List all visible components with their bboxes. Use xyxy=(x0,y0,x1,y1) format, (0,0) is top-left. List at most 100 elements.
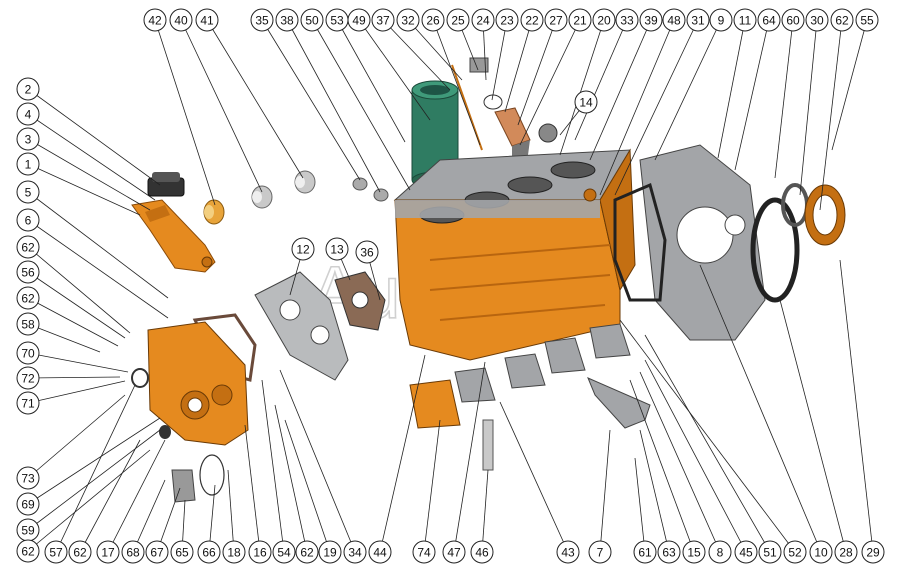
callout-73: 73 xyxy=(16,466,40,490)
leader-line xyxy=(27,163,141,216)
callout-circle xyxy=(662,8,686,32)
callout-label: 62 xyxy=(21,241,35,255)
callout-label: 20 xyxy=(597,14,611,28)
callout-circle xyxy=(169,8,193,32)
callout-circle xyxy=(368,540,392,564)
callout-label: 45 xyxy=(739,546,753,560)
callout-14: 14 xyxy=(574,90,598,114)
callout-70: 70 xyxy=(16,341,40,365)
callout-label: 28 xyxy=(839,546,853,560)
parts-group xyxy=(131,57,846,503)
callout-circle xyxy=(145,540,169,564)
callout-label: 39 xyxy=(644,14,658,28)
callout-circle xyxy=(16,312,40,336)
callout-label: 70 xyxy=(21,347,35,361)
callout-circle xyxy=(855,8,879,32)
callout-circle xyxy=(318,540,342,564)
timing-cover-part xyxy=(131,321,249,503)
callout-circle xyxy=(592,8,616,32)
callout-39: 39 xyxy=(639,8,663,32)
callout-label: 17 xyxy=(101,546,115,560)
leader-line xyxy=(574,19,628,141)
callout-71: 71 xyxy=(16,391,40,415)
leader-line xyxy=(279,369,356,553)
callout-59: 59 xyxy=(16,518,40,542)
callout-9: 9 xyxy=(709,8,733,32)
callout-41: 41 xyxy=(195,8,219,32)
callout-53: 53 xyxy=(325,8,349,32)
callout-label: 33 xyxy=(620,14,634,28)
callout-label: 13 xyxy=(330,243,344,257)
callout-circle xyxy=(639,8,663,32)
callout-label: 25 xyxy=(451,14,465,28)
callout-24: 24 xyxy=(471,8,495,32)
leader-line xyxy=(286,19,381,193)
callout-label: 74 xyxy=(417,546,431,560)
callout-circle xyxy=(615,8,639,32)
callout-64: 64 xyxy=(757,8,781,32)
rear-plate-part xyxy=(613,144,846,341)
leader-line xyxy=(504,19,533,113)
callout-label: 24 xyxy=(476,14,490,28)
callout-circle xyxy=(291,237,315,261)
callout-circle xyxy=(44,540,68,564)
callout-circle xyxy=(325,237,349,261)
callout-51: 51 xyxy=(758,540,782,564)
callout-label: 72 xyxy=(21,372,35,386)
callout-label: 15 xyxy=(687,546,701,560)
callout-68: 68 xyxy=(121,540,145,564)
leader-line xyxy=(358,19,431,121)
callout-circle xyxy=(16,286,40,310)
leader-line xyxy=(634,457,646,553)
callout-circle xyxy=(471,8,495,32)
callout-label: 22 xyxy=(525,14,539,28)
leader-line xyxy=(599,19,675,196)
leader-line xyxy=(261,19,361,181)
callout-label: 34 xyxy=(348,546,362,560)
leader-line xyxy=(27,88,161,186)
callout-circle xyxy=(568,8,592,32)
callout-circle xyxy=(16,152,40,176)
callout-circle xyxy=(495,8,519,32)
callout-15: 15 xyxy=(682,540,706,564)
leader-line xyxy=(699,264,822,553)
callout-38: 38 xyxy=(275,8,299,32)
leader-line xyxy=(261,379,285,553)
callout-47: 47 xyxy=(442,540,466,564)
callout-label: 41 xyxy=(200,14,214,28)
leader-line xyxy=(107,439,166,553)
callout-label: 14 xyxy=(579,96,593,110)
callout-5: 5 xyxy=(16,180,40,204)
leader-line xyxy=(481,469,489,553)
callout-33: 33 xyxy=(615,8,639,32)
leader-line xyxy=(154,19,216,206)
leader-line xyxy=(559,19,605,156)
callout-label: 54 xyxy=(277,546,291,560)
callout-label: 43 xyxy=(561,546,575,560)
callout-circle xyxy=(556,540,580,564)
callout-20: 20 xyxy=(592,8,616,32)
callout-21: 21 xyxy=(568,8,592,32)
callout-label: 32 xyxy=(401,14,415,28)
leader-line xyxy=(614,19,699,196)
callout-circle xyxy=(16,208,40,232)
callout-61: 61 xyxy=(633,540,657,564)
leader-line xyxy=(79,439,141,553)
leader-line xyxy=(244,424,261,553)
callout-circle xyxy=(783,540,807,564)
callout-circle xyxy=(222,540,246,564)
callout-circle xyxy=(197,540,221,564)
callout-49: 49 xyxy=(347,8,371,32)
callout-circle xyxy=(574,90,598,114)
leader-line xyxy=(382,19,451,91)
callout-45: 45 xyxy=(734,540,758,564)
callout-31: 31 xyxy=(686,8,710,32)
leader-line xyxy=(453,361,486,553)
callout-label: 62 xyxy=(21,292,35,306)
callout-58: 58 xyxy=(16,312,40,336)
callout-circle xyxy=(442,540,466,564)
callout-label: 36 xyxy=(360,246,374,260)
leader-line xyxy=(27,380,126,404)
callout-label: 62 xyxy=(21,545,35,559)
